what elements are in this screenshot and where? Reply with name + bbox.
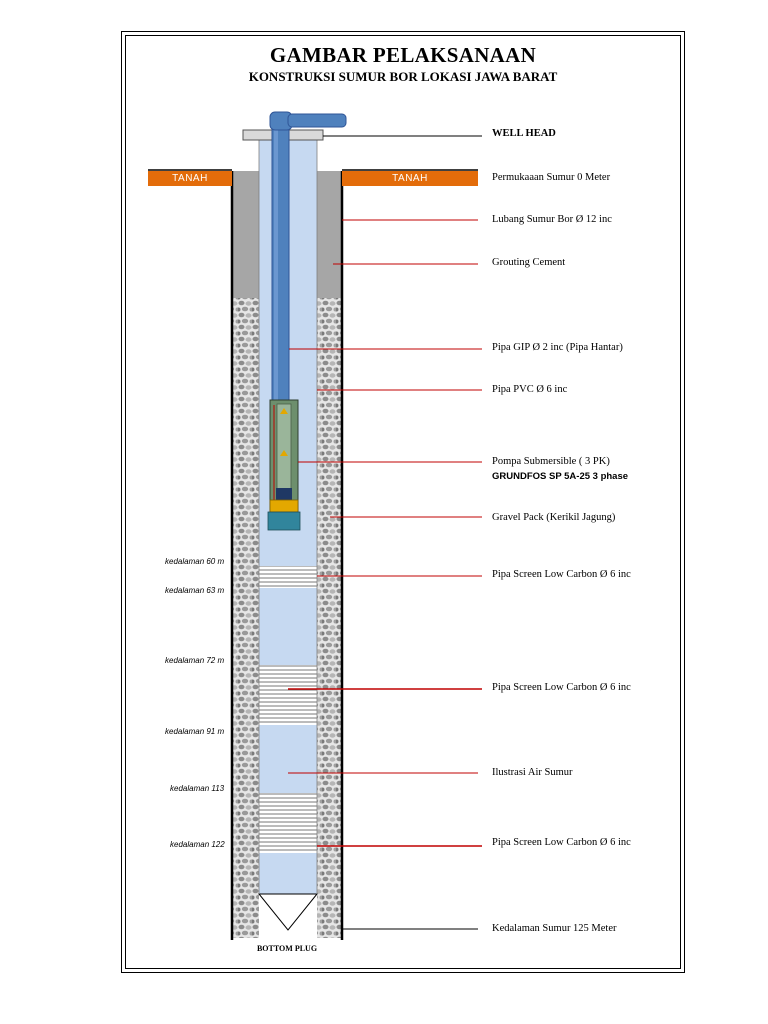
ground-label-right: TANAH xyxy=(342,171,478,186)
leader-lines xyxy=(288,135,482,930)
label-grouting: Grouting Cement xyxy=(492,257,566,268)
depth-label-60: kedalaman 60 m xyxy=(165,557,225,566)
label-gip-pipe: Pipa GIP Ø 2 inc (Pipa Hantar) xyxy=(492,342,623,353)
depth-label-122: kedalaman 122 xyxy=(170,840,225,849)
gravel-right xyxy=(317,298,341,938)
bottom-plug-cone xyxy=(257,893,319,931)
label-surface: Permukaaan Sumur 0 Meter xyxy=(492,172,611,183)
label-pump-model: GRUNDFOS SP 5A-25 3 phase xyxy=(492,471,629,482)
gravel-left xyxy=(233,298,259,938)
label-borehole: Lubang Sumur Bor Ø 12 inc xyxy=(492,214,612,225)
label-pump: Pompa Submersible ( 3 PK) xyxy=(492,456,610,467)
label-gravel: Gravel Pack (Kerikil Jagung) xyxy=(492,512,616,523)
depth-label-91: kedalaman 91 m xyxy=(165,727,225,736)
label-screen-2: Pipa Screen Low Carbon Ø 6 inc xyxy=(492,682,631,693)
inner-frame xyxy=(125,35,681,969)
page-subtitle: KONSTRUKSI SUMUR BOR LOKASI JAWA BARAT xyxy=(248,69,558,84)
label-water: Ilustrasi Air Sumur xyxy=(492,767,573,778)
label-pvc-pipe: Pipa PVC Ø 6 inc xyxy=(492,384,568,395)
depth-label-63: kedalaman 63 m xyxy=(165,586,225,595)
screen-section-2 xyxy=(259,665,317,725)
screen-section-1 xyxy=(259,566,317,588)
depth-label-72: kedalaman 72 m xyxy=(165,656,225,665)
ground-label-left: TANAH xyxy=(148,171,232,186)
bottom-plug-label: BOTTOM PLUG xyxy=(256,944,318,953)
label-total-depth: Kedalaman Sumur 125 Meter xyxy=(492,923,617,934)
depth-label-113: kedalaman 113 xyxy=(170,784,225,793)
page-title: GAMBAR PELAKSANAAN xyxy=(269,43,537,67)
screen-section-3 xyxy=(259,793,317,853)
outer-frame xyxy=(121,31,685,973)
label-screen-1: Pipa Screen Low Carbon Ø 6 inc xyxy=(492,569,631,580)
label-screen-3: Pipa Screen Low Carbon Ø 6 inc xyxy=(492,837,631,848)
label-well-head: WELL HEAD xyxy=(492,128,556,139)
grout-left xyxy=(233,171,259,298)
grout-right xyxy=(317,171,341,298)
gip-outlet xyxy=(287,113,347,128)
submersible-pump xyxy=(267,399,301,531)
